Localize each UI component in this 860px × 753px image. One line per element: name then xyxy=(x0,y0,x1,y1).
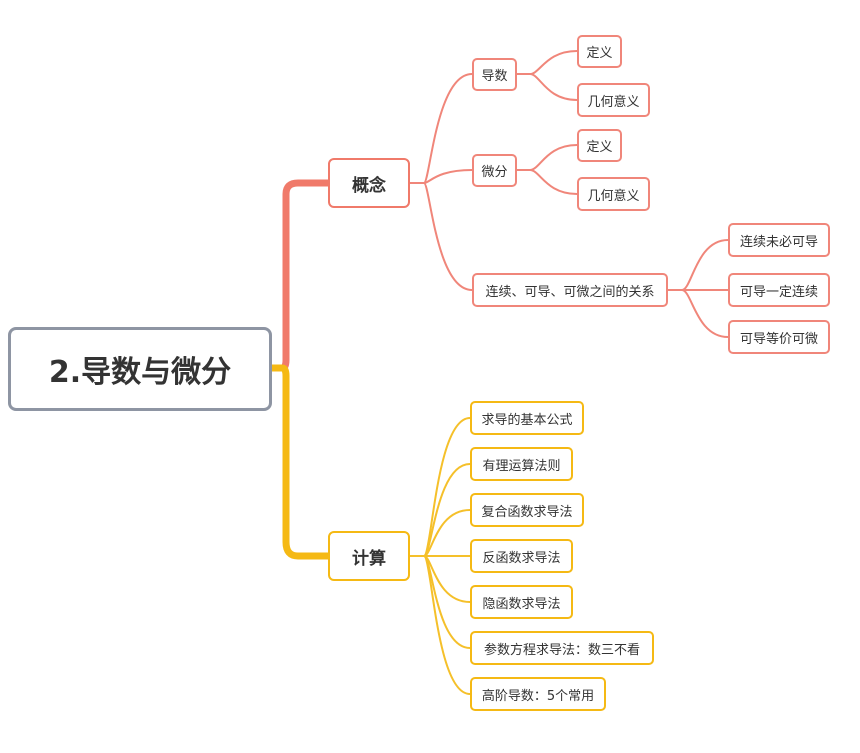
calc-node[interactable]: 计算 xyxy=(328,531,410,581)
calc-parametric-node[interactable]: 参数方程求导法：数三不看 xyxy=(470,631,654,665)
differential-node[interactable]: 微分 xyxy=(472,154,517,187)
derivative-node[interactable]: 导数 xyxy=(472,58,517,91)
derivative-definition-node[interactable]: 定义 xyxy=(577,35,622,68)
relation-child-node[interactable]: 连续未必可导 xyxy=(728,223,830,257)
calc-implicit-node[interactable]: 隐函数求导法 xyxy=(470,585,573,619)
relation-child-node[interactable]: 可导等价可微 xyxy=(728,320,830,354)
derivative-geometry-node[interactable]: 几何意义 xyxy=(577,83,650,117)
calc-trunk xyxy=(268,364,332,560)
relation-node[interactable]: 连续、可导、可微之间的关系 xyxy=(472,273,668,307)
root-node[interactable]: 2.导数与微分 xyxy=(8,327,272,411)
differential-definition-node[interactable]: 定义 xyxy=(577,129,622,162)
calc-higher-order-node[interactable]: 高阶导数：5个常用 xyxy=(470,677,606,711)
relation-child-node[interactable]: 可导一定连续 xyxy=(728,273,830,307)
calc-composite-node[interactable]: 复合函数求导法 xyxy=(470,493,584,527)
calc-links xyxy=(410,417,471,695)
calc-inverse-node[interactable]: 反函数求导法 xyxy=(470,539,573,573)
differential-geometry-node[interactable]: 几何意义 xyxy=(577,177,650,211)
concept-trunk xyxy=(268,179,332,372)
concept-links xyxy=(410,50,729,338)
calc-rational-rules-node[interactable]: 有理运算法则 xyxy=(470,447,573,481)
calc-basic-formulas-node[interactable]: 求导的基本公式 xyxy=(470,401,584,435)
concept-node[interactable]: 概念 xyxy=(328,158,410,208)
